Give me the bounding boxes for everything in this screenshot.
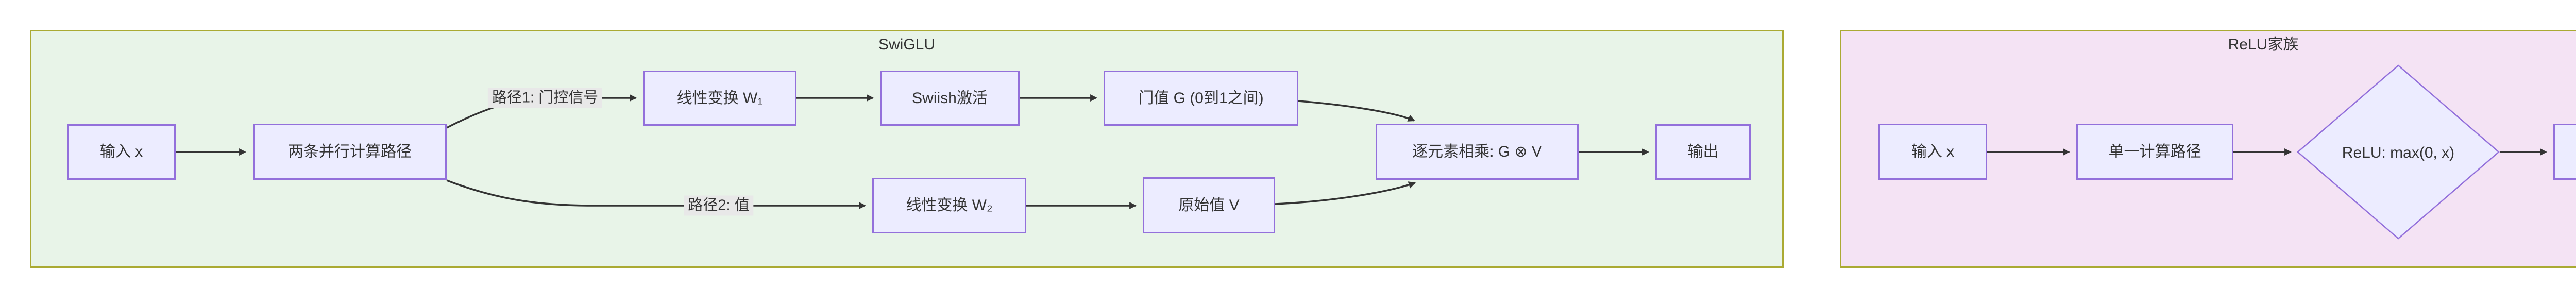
node-swiglu-output: 输出 [1655,124,1751,180]
node-swiglu-value: 原始值 V [1143,177,1275,233]
node-relu-output: 输出 [2553,124,2576,180]
edge-split-to-w2-path2 [446,179,867,209]
relu-cluster-title: ReLU家族 [2228,36,2299,53]
node-swiglu-split: 两条并行计算路径 [253,124,447,180]
node-relu-decision-label: ReLU: max(0, x) [2342,144,2455,161]
node-relu-input: 输入 x [1878,124,1987,180]
node-relu-single: 单一计算路径 [2076,124,2233,180]
node-swiglu-w1: 线性变换 W₁ [643,71,796,126]
edge-label-path1: 路径1: 门控信号 [487,88,603,108]
edge-label-path2: 路径2: 值 [684,195,754,216]
node-swiglu-swish: Swiish激活 [880,71,1020,126]
node-swiglu-gate: 门值 G (0到1之间) [1104,71,1298,126]
node-swiglu-multiply: 逐元素相乘: G ⊗ V [1376,124,1579,180]
edge-value-to-multiply [1275,181,1416,205]
swiglu-cluster-title: SwiGLU [878,36,936,53]
node-swiglu-input: 输入 x [67,124,176,180]
relu-decision-diamond [2297,64,2500,240]
node-swiglu-w2: 线性变换 W₂ [872,178,1026,233]
edge-gate-to-multiply [1298,100,1415,122]
